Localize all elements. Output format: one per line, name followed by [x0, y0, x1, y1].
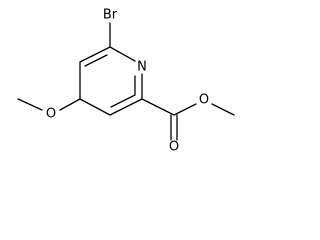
- bond-c3-c2-inner: [110, 94, 136, 108]
- bond-ester-o-ch3: [211, 103, 235, 116]
- bonds: [17, 22, 235, 141]
- atom-label-methoxy-oxygen: O: [46, 107, 56, 122]
- bond-n1-c6: [109, 46, 136, 62]
- atom-label-bromine: Br: [103, 8, 118, 23]
- bond-carbonyl-ester-o: [173, 103, 197, 116]
- bond-c6-c5: [79, 46, 111, 63]
- atom-labels: Br N O O O: [46, 8, 209, 155]
- chemical-structure: Br N O O O: [17, 8, 235, 155]
- atom-label-ring-nitrogen: N: [137, 60, 147, 75]
- bond-c3-c2: [109, 98, 143, 116]
- bond-c4-c3: [79, 98, 111, 116]
- atom-label-ester-oxygen: O: [199, 93, 209, 108]
- bond-c4-o: [59, 98, 81, 111]
- bond-o-ch3: [17, 98, 43, 111]
- bond-c6-c5-inner: [84, 54, 108, 67]
- atom-label-carbonyl-oxygen: O: [169, 140, 179, 155]
- bond-c2-carbonyl: [141, 98, 175, 116]
